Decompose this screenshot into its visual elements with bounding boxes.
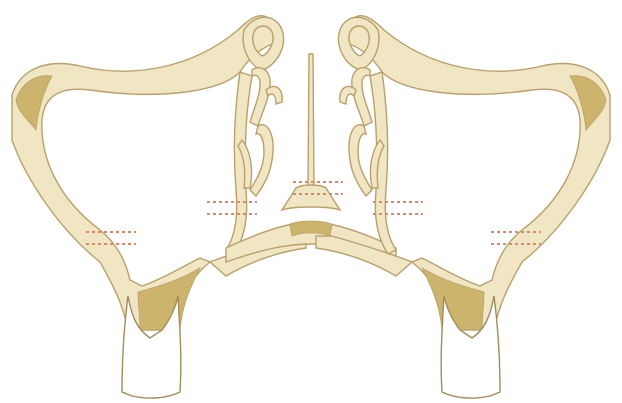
ethmoid-cell-2	[250, 68, 270, 126]
ethmoid-cell-2-right	[352, 68, 372, 126]
center-structures	[226, 54, 396, 262]
ethmoid-cell-3-right	[340, 86, 356, 104]
ethmoid-cell-4-right	[349, 125, 372, 196]
ethmoid-cell-3	[266, 86, 282, 104]
right-half	[316, 16, 610, 330]
septal-base	[282, 185, 340, 210]
ethmoid-cell-4	[250, 125, 273, 196]
left-half	[12, 16, 306, 330]
nasal-septum	[308, 54, 314, 190]
